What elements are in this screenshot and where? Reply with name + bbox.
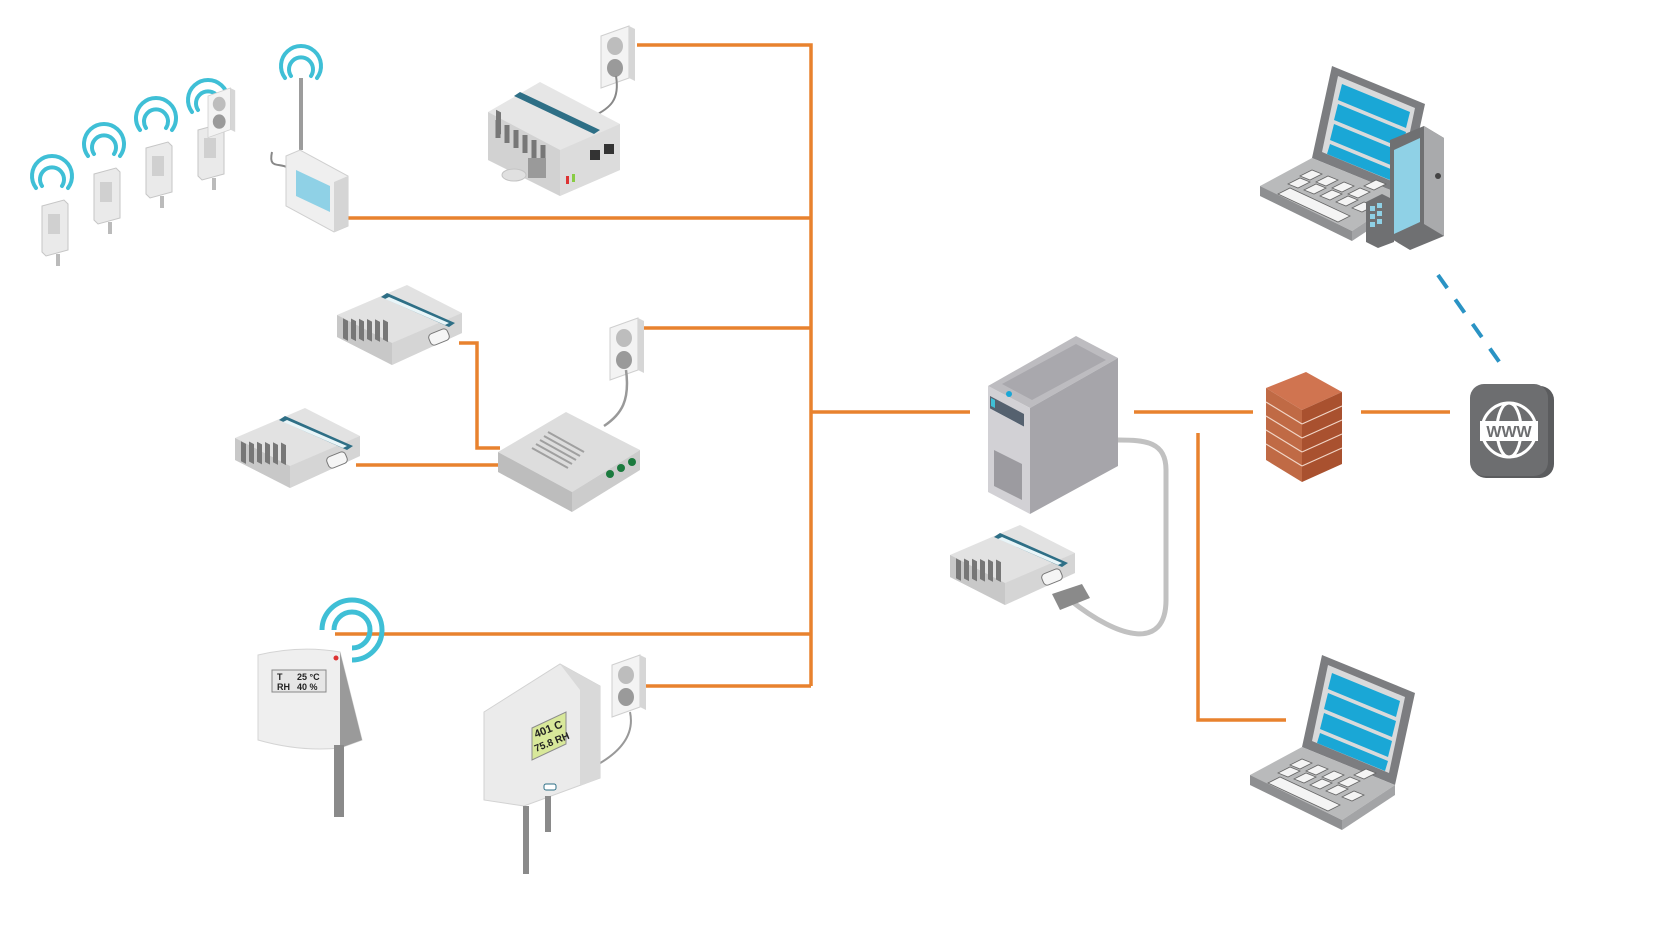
- status-led-icon: [628, 458, 636, 466]
- wireless-base-station: [207, 44, 349, 233]
- probe-icon: [334, 745, 344, 817]
- internet-badge: WWW: [1470, 384, 1554, 478]
- lcd-label-humidity: RH: [277, 682, 290, 692]
- lcd-label-temperature: T: [277, 672, 283, 682]
- probe-icon: [523, 806, 529, 874]
- power-outlet-icon: [600, 25, 636, 89]
- usb-io-module: [949, 437, 1169, 637]
- network-converter: [498, 317, 645, 512]
- keypad-icon: [528, 158, 546, 178]
- lcd-display: [531, 711, 567, 761]
- status-led-icon: [617, 464, 625, 472]
- wireless-logger: [134, 96, 178, 208]
- firewall: [1265, 372, 1343, 482]
- link-main-bus: [637, 43, 813, 686]
- wireless-logger: [82, 122, 126, 234]
- wall-transmitter: 401 C 75.8 RH: [483, 654, 647, 874]
- server: [988, 336, 1118, 514]
- power-outlet-icon: [207, 87, 236, 139]
- wireless-signal-icon: [30, 154, 74, 190]
- io-module-b: [234, 407, 361, 489]
- lcd-display: [271, 669, 327, 693]
- lcd-value-humidity: 40 %: [297, 682, 318, 692]
- wireless-loggers: [30, 78, 230, 266]
- wireless-logger: [30, 154, 74, 266]
- wireless-signal-icon: [82, 122, 126, 158]
- link-internet-remote-dashed: [1436, 273, 1507, 372]
- io-module-a: [336, 284, 463, 366]
- wireless-signal-icon: [319, 597, 385, 663]
- phone-icon: [1366, 194, 1394, 248]
- local-laptop: [1249, 654, 1416, 831]
- wireless-logger: [186, 78, 230, 190]
- tablet-icon: [1390, 126, 1444, 250]
- wireless-transmitter: T 25 °C RH 40 %: [257, 597, 385, 817]
- io-module-powered: [488, 25, 636, 196]
- remote-clients: [1259, 65, 1444, 250]
- power-button-icon: [1006, 391, 1012, 397]
- antenna-icon: [299, 78, 303, 150]
- link-module-a-converter: [459, 341, 500, 450]
- lcd-value-temperature: 25 °C: [297, 672, 320, 682]
- usb-cable: [1068, 437, 1169, 637]
- power-outlet-icon: [611, 654, 647, 718]
- wireless-signal-icon: [134, 96, 178, 132]
- link-local-laptop: [1196, 433, 1286, 722]
- wired-links: [335, 43, 1450, 722]
- status-led-icon: [606, 470, 614, 478]
- www-label: WWW: [1486, 424, 1532, 441]
- wireless-signal-icon: [279, 44, 323, 80]
- probe-icon: [545, 796, 551, 832]
